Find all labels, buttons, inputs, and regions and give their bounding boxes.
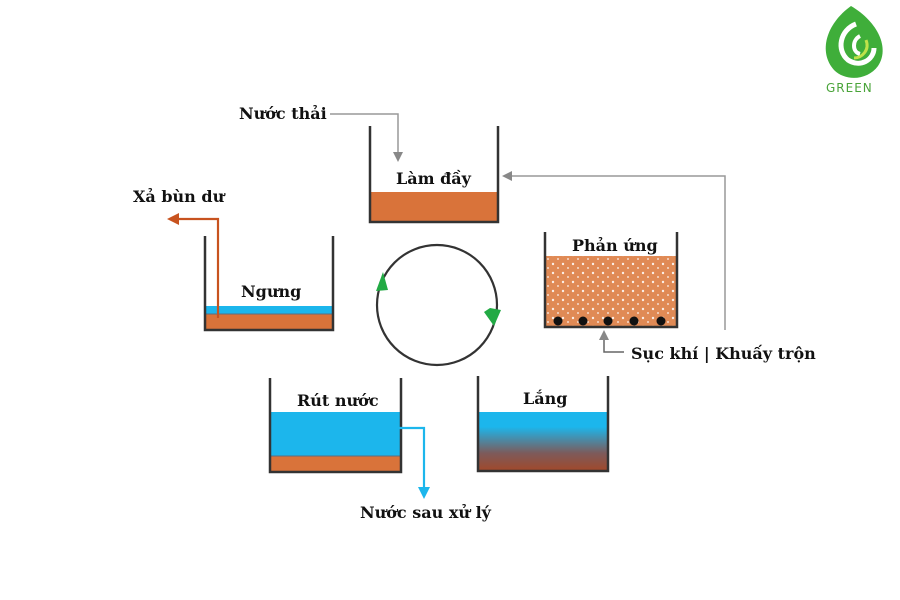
tank-react <box>543 232 679 329</box>
tank-settle <box>476 376 610 473</box>
green-logo-icon <box>825 6 883 78</box>
diffuser-icons <box>553 316 666 326</box>
label-react: Phản ứng <box>572 236 658 255</box>
feed-arrow <box>330 113 403 162</box>
return-arrow <box>502 171 726 330</box>
cycle-arrow-icon <box>484 308 501 326</box>
cycle-arrow-icon <box>376 272 388 291</box>
cycle-circle <box>375 243 501 367</box>
label-decant: Rút nước <box>297 391 379 410</box>
tank-idle <box>203 236 335 332</box>
label-input-wastewater: Nước thải <box>239 104 327 123</box>
aeration-arrow <box>599 330 624 353</box>
tank-decant <box>268 378 403 474</box>
label-sludge-waste: Xả bùn dư <box>133 187 225 206</box>
label-fill: Làm đầy <box>396 169 471 188</box>
decant-outlet-arrow <box>388 426 430 499</box>
label-treated-water: Nước sau xử lý <box>360 503 491 522</box>
label-aeration: Sục khí | Khuấy trộn <box>631 344 816 363</box>
label-settle: Lắng <box>523 389 568 408</box>
tank-fill <box>368 126 500 224</box>
sludge-waste-arrow <box>167 213 220 318</box>
logo-text: GREEN <box>826 81 873 95</box>
label-idle: Ngưng <box>241 282 302 301</box>
